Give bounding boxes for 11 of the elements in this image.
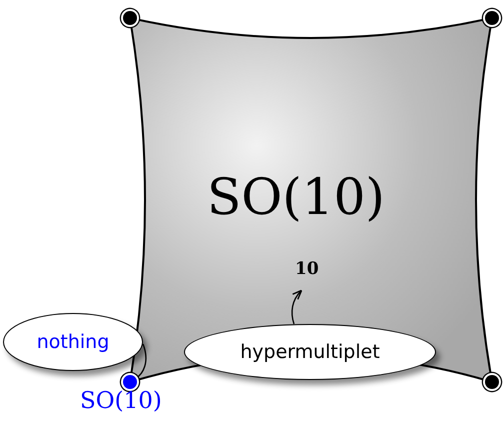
vertex-dot [485,11,499,25]
vertex-dot [123,11,137,25]
vertex-dot [485,375,499,389]
node-label: hypermultiplet [240,341,380,363]
vertex-label: SO(10) [80,388,162,414]
group-label: SO(10) [207,168,385,226]
connector-line [136,344,146,379]
node-label: nothing [36,331,110,353]
vertex-dot [123,375,137,389]
arrow [291,290,302,324]
representation-label: 10 [295,259,319,279]
